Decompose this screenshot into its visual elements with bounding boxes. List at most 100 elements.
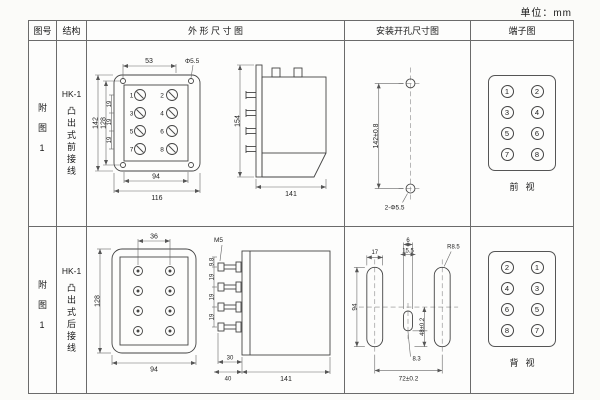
dim-height: 128 [94,295,101,307]
terminal-diagram-rear: 2 1 4 3 6 5 8 7 [488,251,556,347]
model-label: HK-1 [61,89,82,99]
header-terminal: 端子图 [471,21,573,41]
dimension-lines [94,63,326,193]
dim-seg1: 19 [209,273,215,280]
terminal-circle: 8 [500,324,514,337]
screw-thread-label: M5 [214,237,223,244]
install-cell-row2: 17 6 15.5 R8.5 94 48±0.2 8.3 72±0.2 [345,227,471,393]
terminal-diagram-front: 1 2 3 4 5 6 7 8 [488,74,556,171]
dim-seg1: 19 [107,100,113,107]
dim-30: 30 [226,356,233,362]
relay-rear-view [111,248,196,354]
header-install: 安装开孔尺寸图 [345,21,471,41]
header-fig-no: 图号 [29,21,57,41]
outline-drawing-front-wiring: 53 Φ5.5 142 128 19 19 19 1 2 3 4 5 6 7 8… [92,58,326,202]
terminal-circle: 2 [500,261,514,274]
dim-seg2: 19 [107,118,113,125]
relay-front-view [113,74,200,171]
hole-callout: 2-Φ5.5 [385,204,405,211]
view-label-front: 前视 [509,181,542,192]
relay-side-view [245,64,326,177]
terminal-cell-row1: 1 2 3 4 5 6 7 8 前视 [471,41,573,227]
terminal-screws [217,261,241,333]
fig-no-label: 附图1 [37,279,47,341]
terminal-circle: 8 [530,147,544,161]
terminal-no-2: 2 [160,92,164,99]
dim-seg3: 19 [107,136,113,143]
unit-label: 单位：mm [520,8,572,19]
cutout-slots [366,266,451,348]
dim-94: 94 [351,303,358,311]
dim-15-5: 15.5 [402,248,414,254]
terminal-circle: 6 [500,303,514,316]
dim-r8-5: R8.5 [447,244,460,250]
install-cell-row1: 142±0.8 2-Φ5.5 [345,41,471,227]
terminal-circle: 1 [500,84,514,98]
terminal-circle: 4 [500,282,514,295]
dim-72: 72±0.2 [399,375,419,382]
install-drawing-rear-wiring: 17 6 15.5 R8.5 94 48±0.2 8.3 72±0.2 [351,238,460,382]
terminal-circle: 5 [530,303,544,316]
dim-40: 40 [224,377,231,383]
dim-6: 6 [406,238,410,244]
header-structure: 结构 [57,21,87,41]
model-label: HK-1 [61,265,82,276]
terminal-circle: 4 [530,105,544,119]
dim-width-outer: 116 [151,195,162,202]
terminal-circle: 5 [500,126,514,140]
dimension-lines [353,242,452,374]
dim-height-inner: 128 [100,117,107,129]
outline-drawing-rear-wiring: 36 128 94 M5 9.8 19 19 19 30 40 141 [94,234,330,383]
dim-width-inner: 94 [152,173,160,180]
dim-seg0: 9.8 [209,257,215,266]
terminal-no-8: 8 [160,146,164,153]
install-drawing-front-wiring: 142±0.8 2-Φ5.5 [373,67,423,211]
terminal-circle: 2 [530,84,544,98]
terminal-circle: 6 [530,126,544,140]
dim-8-3: 8.3 [412,357,421,363]
dim-height-outer: 142 [92,117,99,129]
dim-17: 17 [371,250,378,256]
dim-48: 48±0.2 [420,318,426,336]
terminal-no-3: 3 [129,110,133,117]
terminal-cell-row2: 2 1 4 3 6 5 8 7 背视 [471,227,573,393]
outline-cell-row1: 53 Φ5.5 142 128 19 19 19 1 2 3 4 5 6 7 8… [87,41,345,227]
spec-table: 图号 结构 外 形 尺 寸 图 安装开孔尺寸图 端子图 附图1 HK-1 凸出式… [28,20,574,394]
structure-cell-row2: HK-1 凸出式后接线 [57,227,87,393]
dimension-lines [374,82,408,203]
terminal-no-4: 4 [160,110,164,117]
dimension-lines [96,239,330,374]
terminal-circle: 3 [500,105,514,119]
fig-no-label: 附图1 [37,103,47,164]
relay-side-view-rear [217,250,330,356]
terminal-no-6: 6 [160,128,164,135]
dim-seg2: 19 [209,293,215,300]
centerlines [358,259,459,355]
header-outline: 外 形 尺 寸 图 [87,21,345,41]
dim-top-width: 36 [150,234,158,241]
terminal-circle: 7 [500,147,514,161]
fig-no-cell-row2: 附图1 [29,227,57,393]
terminal-circle: 7 [530,324,544,337]
structure-cell-row1: HK-1 凸出式前接线 [57,41,87,227]
dim-side-width: 141 [285,191,297,198]
terminal-no-5: 5 [129,128,133,135]
dim-side-width: 141 [280,376,292,383]
dim-width: 94 [150,367,158,374]
dim-top-width: 53 [145,58,153,65]
terminal-circle: 3 [530,282,544,295]
view-label-rear: 背视 [509,358,542,368]
dim-seg3: 19 [209,313,215,320]
dim-side-height: 154 [234,115,241,127]
drill-holes [405,77,416,193]
outline-cell-row2: 36 128 94 M5 9.8 19 19 19 30 40 141 [87,227,345,393]
structure-label: 凸出式后接线 [66,282,76,355]
dim-hole-spacing: 142±0.8 [373,123,380,148]
terminal-pins [245,90,256,153]
terminal-no-7: 7 [129,146,133,153]
structure-label: 凸出式前接线 [66,106,76,178]
terminal-no-1: 1 [129,92,133,99]
terminal-circle: 1 [530,261,544,274]
dim-hole-dia: Φ5.5 [185,58,200,65]
